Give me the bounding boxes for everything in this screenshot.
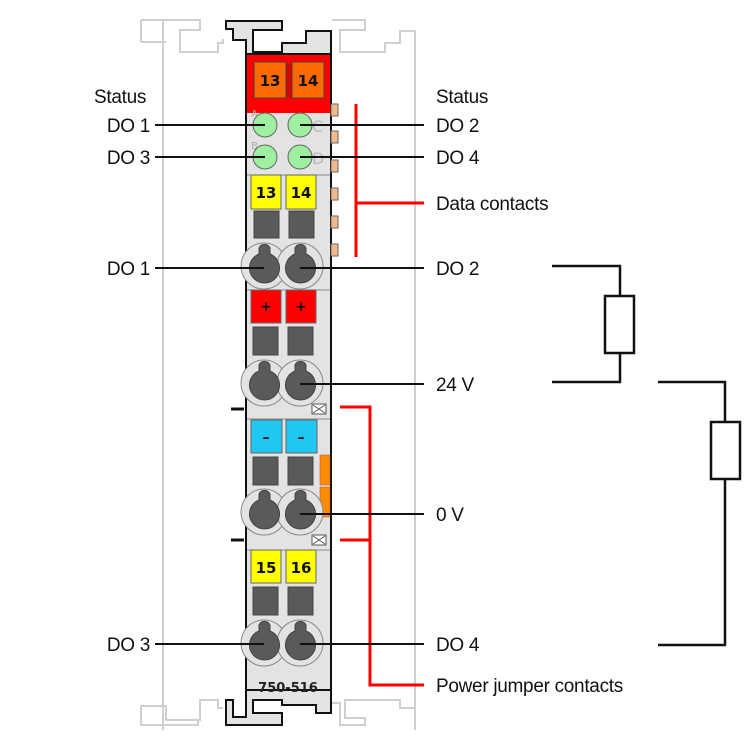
- bottom-clip: [225, 689, 332, 726]
- top-clip: [225, 20, 332, 56]
- minus-symbol: –: [263, 430, 270, 446]
- terminal-do4: [285, 620, 316, 661]
- release-slot: [287, 456, 314, 486]
- plus-marker-2: [285, 289, 317, 324]
- label-do1: DO 1: [107, 259, 150, 280]
- din-rail-outline-right: [332, 19, 416, 730]
- terminal-do1: [249, 243, 280, 284]
- power-jumper-contacts-bracket: [340, 405, 424, 687]
- label-0v: 0 V: [436, 505, 464, 526]
- release-slot: [252, 456, 279, 486]
- release-slot: [287, 586, 314, 616]
- top-marker-14: [291, 61, 325, 99]
- minus-symbol: –: [298, 430, 305, 446]
- release-slot: [252, 326, 279, 356]
- io-module-750-516: 13 14 A C B D 13 14 + +: [225, 20, 332, 726]
- release-slot: [252, 586, 279, 616]
- load-resistor-2: [709, 420, 742, 481]
- plus-symbol: +: [260, 299, 272, 315]
- din-rail-outline-bottom: [140, 699, 415, 726]
- load-circuit-2: [658, 380, 742, 647]
- top-marker-13-label: 13: [260, 72, 281, 90]
- top-marker-14-label: 14: [298, 72, 319, 90]
- label-power-jumper-contacts: Power jumper contacts: [436, 676, 623, 697]
- label-do4: DO 4: [436, 635, 480, 656]
- release-slot: [253, 210, 280, 239]
- status-label-right: Status: [436, 87, 488, 108]
- label-data-contacts: Data contacts: [436, 194, 548, 215]
- led-letter-d: D: [312, 149, 324, 168]
- terminal-0v-2: [285, 489, 316, 530]
- load-circuit-1: [552, 264, 636, 384]
- terminal-do2: [285, 243, 316, 284]
- top-marker-13: [253, 61, 287, 99]
- power-jumper-strip: [319, 454, 331, 486]
- label-do2: DO 2: [436, 259, 479, 280]
- channel-marker-13-label: 13: [256, 184, 277, 202]
- terminal-24v-2: [285, 360, 316, 401]
- terminal-24v-1: [249, 360, 280, 401]
- channel-marker-16-label: 16: [291, 559, 312, 577]
- channel-marker-15: [250, 549, 282, 584]
- terminal-pair-0v: [240, 488, 324, 536]
- channel-marker-15-label: 15: [256, 559, 277, 577]
- label-24v: 24 V: [436, 375, 475, 396]
- channel-marker-16: [285, 549, 317, 584]
- minus-marker-1: [250, 419, 283, 454]
- channel-marker-14-label: 14: [291, 184, 312, 202]
- label-do3-status: DO 3: [107, 148, 150, 169]
- release-slot: [288, 210, 315, 239]
- led-letter-b: B: [251, 141, 258, 152]
- label-do3: DO 3: [107, 635, 150, 656]
- terminal-pair-do1-do2: [240, 242, 324, 290]
- data-contacts-bracket: [354, 104, 424, 257]
- release-slot: [287, 326, 314, 356]
- led-letter-c: C: [312, 117, 323, 136]
- terminal-0v-1: [249, 489, 280, 530]
- label-do2-status: DO 2: [436, 116, 479, 137]
- led-letter-a: A: [251, 109, 258, 120]
- minus-marker-2: [285, 419, 318, 454]
- data-contacts: [330, 103, 339, 257]
- leader-lines: [155, 124, 424, 645]
- plus-marker-1: [250, 289, 282, 324]
- label-do4-status: DO 4: [436, 148, 480, 169]
- plus-symbol: +: [295, 299, 307, 315]
- din-rail-outline-left: [140, 19, 224, 730]
- part-number: 750-516: [258, 681, 318, 696]
- load-resistor-1: [603, 294, 636, 355]
- status-label-left: Status: [94, 87, 146, 108]
- channel-marker-14: [285, 174, 317, 210]
- label-do1-status: DO 1: [107, 116, 150, 137]
- terminal-do3: [249, 620, 280, 661]
- channel-marker-13: [250, 174, 282, 210]
